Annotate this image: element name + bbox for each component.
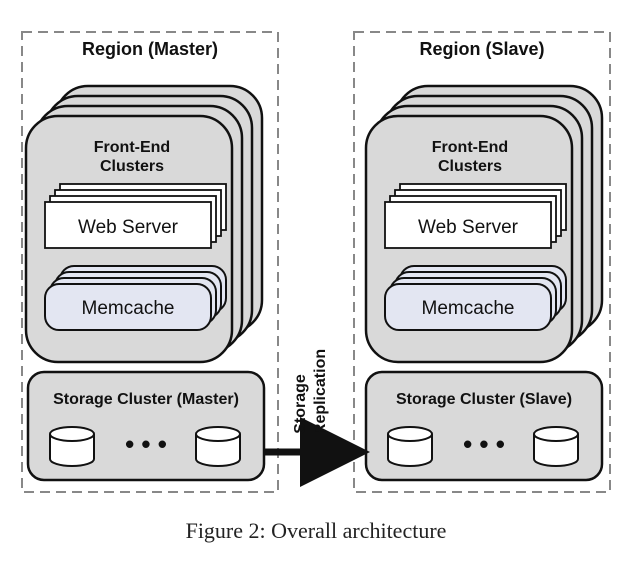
region-slave: Region (Slave) Front-End Clusters Web Se… xyxy=(353,31,611,493)
region-slave-title: Region (Slave) xyxy=(419,39,544,59)
region-slave-boundary xyxy=(353,31,611,493)
frontend-cluster-title-line1: Front-End xyxy=(432,139,508,156)
frontend-cluster-title-line2: Clusters xyxy=(438,158,502,175)
storage-ellipsis: • • • xyxy=(125,429,167,459)
storage-ellipsis: • • • xyxy=(463,429,505,459)
web-server-stack xyxy=(44,183,227,249)
replication-label-line2: Replication xyxy=(312,349,329,435)
database-icon xyxy=(49,426,95,467)
web-server-stack xyxy=(384,183,567,249)
storage-cluster-master-title: Storage Cluster (Master) xyxy=(53,391,239,408)
memcache-label: Memcache xyxy=(82,298,175,319)
database-icon xyxy=(387,426,433,467)
frontend-cluster-title-line2: Clusters xyxy=(100,158,164,175)
storage-cluster-slave-title: Storage Cluster (Slave) xyxy=(396,391,572,408)
memcache-stack xyxy=(384,265,567,331)
frontend-cluster-title-line1: Front-End xyxy=(94,139,170,156)
replication-label-line1: Storage xyxy=(292,374,309,434)
database-icon xyxy=(533,426,579,467)
region-master-title: Region (Master) xyxy=(82,39,218,59)
region-master: Region (Master) Front-End Clusters Web S… xyxy=(21,31,279,493)
memcache-label: Memcache xyxy=(422,298,515,319)
web-server-label: Web Server xyxy=(418,217,519,238)
region-master-boundary xyxy=(21,31,279,493)
database-icon xyxy=(195,426,241,467)
web-server-label: Web Server xyxy=(78,217,179,238)
memcache-stack xyxy=(44,265,227,331)
figure-caption: Figure 2: Overall architecture xyxy=(185,518,447,543)
